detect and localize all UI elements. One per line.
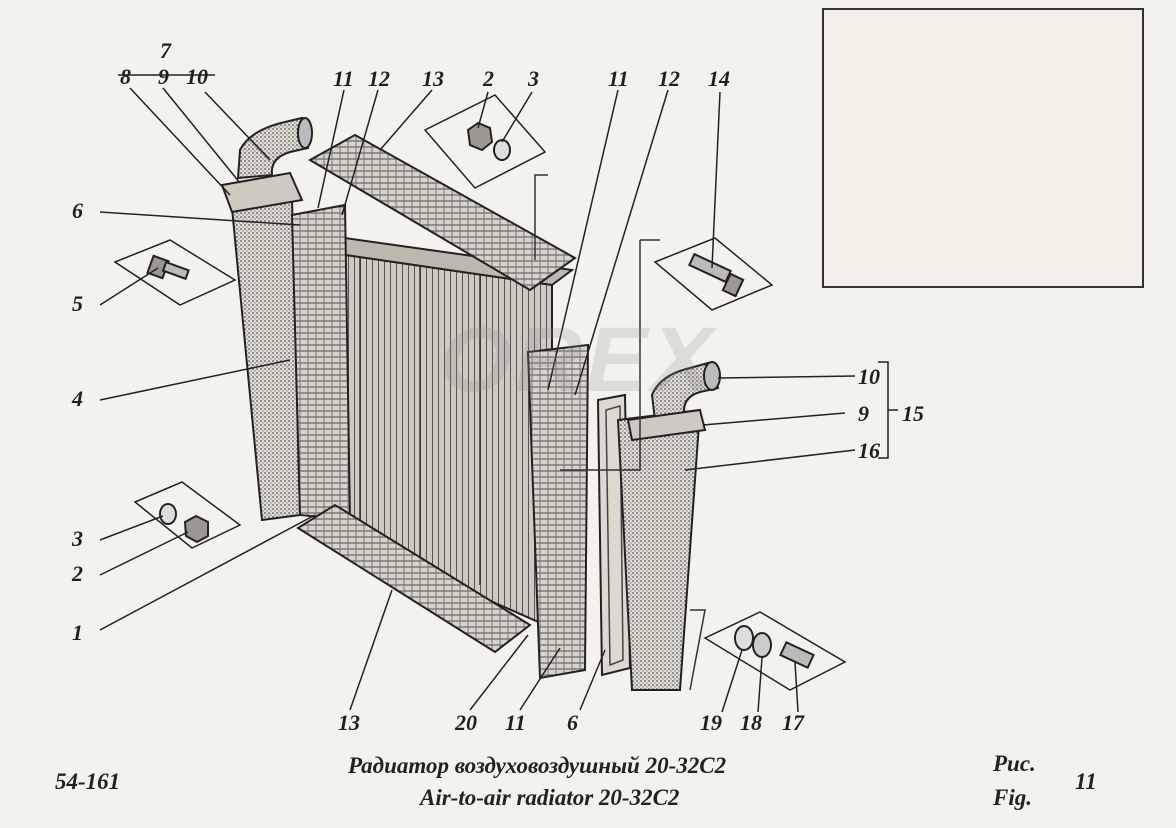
callout-1: 1 [72, 620, 83, 645]
callout-13: 13 [338, 710, 360, 735]
callout-18: 18 [740, 710, 762, 735]
callout-10: 10 [186, 64, 208, 89]
figure-number: 11 [1075, 769, 1097, 794]
callout-6: 6 [567, 710, 578, 735]
callout-9: 9 [158, 64, 169, 89]
bolt-washers-bottom-right [703, 611, 847, 691]
caption-title-ru: Радиатор воздуховоздушный 20-32С2 [348, 753, 727, 778]
bolt-right [653, 237, 774, 311]
callout-17: 17 [782, 710, 804, 735]
left-elbow-pipe [220, 116, 313, 214]
callout-3: 3 [72, 526, 83, 551]
nut-washer-top [423, 94, 547, 189]
callout-19: 19 [700, 710, 722, 735]
callout-6: 6 [72, 198, 83, 223]
leader-lines [99, 74, 898, 713]
callout-12: 12 [658, 66, 680, 91]
callout-16: 16 [858, 438, 880, 463]
callout-14: 14 [708, 66, 730, 91]
pipe-outline [534, 174, 706, 691]
right-frame [526, 343, 590, 680]
inset-frame [822, 8, 1144, 288]
callout-15: 15 [902, 401, 924, 426]
callout-13: 13 [422, 66, 444, 91]
callout-2: 2 [72, 561, 83, 586]
callout-3: 3 [528, 66, 539, 91]
right-tank [616, 361, 721, 691]
callout-2: 2 [483, 66, 494, 91]
callout-5: 5 [72, 291, 83, 316]
nut-washer-bottom [133, 481, 242, 549]
callout-20: 20 [455, 710, 477, 735]
callout-11: 11 [608, 66, 629, 91]
callout-11: 11 [505, 710, 526, 735]
callout-10: 10 [858, 364, 880, 389]
callout-9: 9 [858, 401, 869, 426]
bolt-left [113, 239, 237, 306]
callout-8: 8 [120, 64, 131, 89]
caption-title-en: Air-to-air radiator 20-32C2 [420, 785, 680, 810]
top-strip [307, 133, 577, 292]
callout-12: 12 [368, 66, 390, 91]
figure-label-en: Fig. [993, 785, 1032, 810]
callout-7: 7 [160, 38, 171, 63]
left-tank [230, 196, 352, 522]
figure-label-ru: Рис. [993, 751, 1036, 776]
watermark-logo: OREX [440, 309, 717, 411]
document-code: 54-161 [55, 769, 121, 794]
bottom-strip [296, 503, 532, 654]
callout-4: 4 [72, 386, 83, 411]
callout-11: 11 [333, 66, 354, 91]
